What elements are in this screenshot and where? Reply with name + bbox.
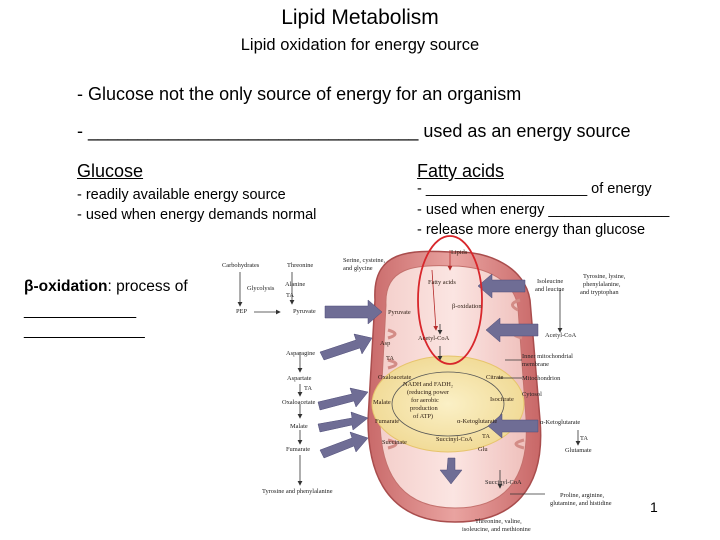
- label-fatty-acids: Fatty acids: [428, 279, 456, 286]
- pathway-lines: [237, 272, 581, 495]
- mitochondrion-graphic: [367, 250, 542, 523]
- label-malate: Malate: [290, 423, 308, 430]
- beta-oxidation-rest: : process of: [107, 278, 188, 295]
- label-acetyl-coa: Acetyl-CoA: [545, 332, 577, 339]
- label-oxaloacetate: Oxaloacetate: [378, 374, 412, 381]
- bullet-energy-source-blank: - _________________________________ used…: [77, 121, 631, 141]
- label-glycolysis: Glycolysis: [247, 285, 275, 292]
- label-threonine-valine: isoleucine, and methionine: [462, 526, 531, 533]
- label-isoleucine: Isoleucine: [537, 278, 563, 285]
- bullet-glucose-not-only: - Glucose not the only source of energy …: [77, 84, 522, 104]
- label-tyrosine: and tryptophan: [580, 289, 619, 296]
- fatty-acids-item: - ____________________ of energy: [417, 181, 652, 197]
- label-serine: and glycine: [343, 265, 373, 272]
- pathway-arrows: [317, 273, 539, 485]
- label-threonine: Threonine: [287, 262, 313, 269]
- label-nadh: of ATP): [413, 413, 433, 420]
- label-asparagine: Asparagine: [286, 350, 315, 357]
- label-nadh: (reducing power: [407, 389, 450, 396]
- label-oxaloacetate: Oxaloacetate: [282, 399, 316, 406]
- label-asp: Asp: [380, 340, 390, 347]
- label-nadh: for aerobic: [411, 397, 439, 404]
- label-mitochondrion: Mitochondrion: [522, 375, 561, 382]
- label-aspartate: Aspartate: [287, 375, 312, 382]
- label-tyrosine: Tyrosine, lysine,: [583, 273, 626, 280]
- glucose-item: - used when energy demands normal: [77, 207, 317, 223]
- label-serine: Serine, cysteine,: [343, 257, 385, 264]
- beta-oxidation-definition: β-oxidation: process of: [24, 278, 188, 296]
- label-succinyl-coa: Succinyl-CoA: [485, 479, 522, 486]
- label-glu: Glu: [478, 446, 488, 453]
- label-threonine-valine: Threonine, valine,: [475, 518, 522, 525]
- fatty-acids-item: - used when energy _______________: [417, 202, 670, 218]
- label-carbohydrates: Carbohydrates: [222, 262, 260, 269]
- beta-oxidation-term: β-oxidation: [24, 278, 108, 295]
- label-ta: TA: [304, 385, 312, 392]
- arrow-oxaloacetate: [317, 387, 369, 411]
- label-isoleucine: and leucine: [535, 286, 564, 293]
- label-nadh: NADH and FADH₂: [403, 381, 453, 388]
- label-ta: TA: [286, 292, 294, 299]
- glucose-item: - readily available energy source: [77, 187, 286, 203]
- glucose-heading: Glucose: [77, 161, 144, 181]
- label-isocitrate: Isocitrate: [490, 396, 514, 403]
- highlight-circle: [417, 235, 483, 365]
- arrow-acetylcoa-out: [485, 317, 539, 343]
- label-ta: TA: [386, 355, 394, 362]
- diagram-labels: Carbohydrates Glycolysis PEP Threonine A…: [222, 249, 626, 533]
- slide-subtitle: Lipid oxidation for energy source: [240, 36, 480, 54]
- label-acetyl-coa: Acetyl-CoA: [418, 335, 450, 342]
- label-malate: Malate: [373, 399, 391, 406]
- label-inner-membrane: membrane: [522, 361, 549, 368]
- arrow-succinyl-out: [439, 457, 463, 485]
- label-glutamate: Glutamate: [565, 447, 592, 454]
- label-pep: PEP: [236, 308, 247, 315]
- label-pyruvate: Pyruvate: [388, 309, 411, 316]
- beta-oxidation-blank: ______________: [24, 322, 145, 339]
- label-fumarate: Fumarate: [375, 418, 399, 425]
- page-number: 1: [650, 499, 658, 515]
- label-succinyl-coa: Succinyl-CoA: [436, 436, 473, 443]
- label-ta: TA: [580, 435, 588, 442]
- label-tyrosine: phenylalanine,: [583, 281, 621, 288]
- beta-oxidation-blank: _____________: [24, 302, 137, 319]
- slide-title: Lipid Metabolism: [281, 6, 439, 29]
- arrow-alpha-kg-out: [487, 413, 539, 439]
- fatty-acids-heading: Fatty acids: [417, 161, 505, 181]
- label-succinate: Succinate: [382, 439, 407, 446]
- arrow-fatty-acids-in: [477, 273, 526, 299]
- arrow-fumarate: [319, 431, 369, 459]
- label-alanine: Alanine: [285, 281, 305, 288]
- arrow-aspartate: [319, 333, 373, 361]
- label-cytosol: Cytosol: [522, 391, 542, 398]
- label-tyrosine-phenylalanine: Tyrosine and phenylalanine: [262, 488, 333, 495]
- fatty-acids-item: - release more energy than glucose: [417, 222, 646, 238]
- label-citrate: Citrate: [486, 374, 504, 381]
- label-proline: Proline, arginine,: [560, 492, 604, 499]
- label-nadh: production: [410, 405, 438, 412]
- label-lipids: Lipids: [451, 249, 468, 256]
- label-beta-oxidation: β-oxidation: [452, 303, 482, 310]
- arrow-pyruvate-in: [324, 299, 383, 325]
- label-proline: glutamine, and histidine: [550, 500, 612, 507]
- label-alpha-ketoglutarate: α-Ketoglutarate: [540, 419, 580, 426]
- label-ta: TA: [482, 433, 490, 440]
- arrow-malate: [317, 411, 369, 433]
- label-inner-membrane: Inner mitochondrial: [522, 353, 573, 360]
- label-fumarate: Fumarate: [286, 446, 310, 453]
- label-alpha-ketoglutarate: α-Ketoglutarate: [457, 418, 497, 425]
- label-pyruvate: Pyruvate: [293, 308, 316, 315]
